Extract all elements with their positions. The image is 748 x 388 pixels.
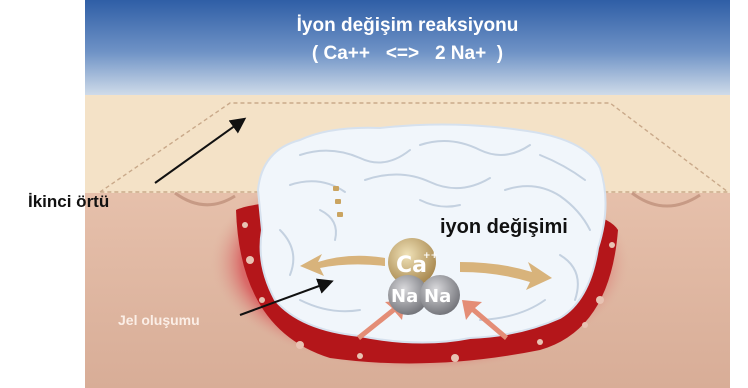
label-ion-exchange: iyon değişimi	[440, 216, 568, 239]
sodium-ion-right-symbol: Na	[424, 286, 451, 307]
reaction-title: İyon değişim reaksiyonu	[85, 12, 730, 40]
sodium-ion-left-symbol: Na	[391, 286, 418, 307]
reaction-title-block: İyon değişim reaksiyonu ( Ca++ <=> 2 Na+…	[85, 12, 730, 68]
label-second-cover: İkinci örtü	[28, 192, 109, 212]
calcium-ion-charge: ++	[423, 251, 438, 261]
reaction-equation: ( Ca++ <=> 2 Na+ )	[85, 40, 730, 68]
label-gel-formation: Jel oluşumu	[118, 312, 200, 328]
